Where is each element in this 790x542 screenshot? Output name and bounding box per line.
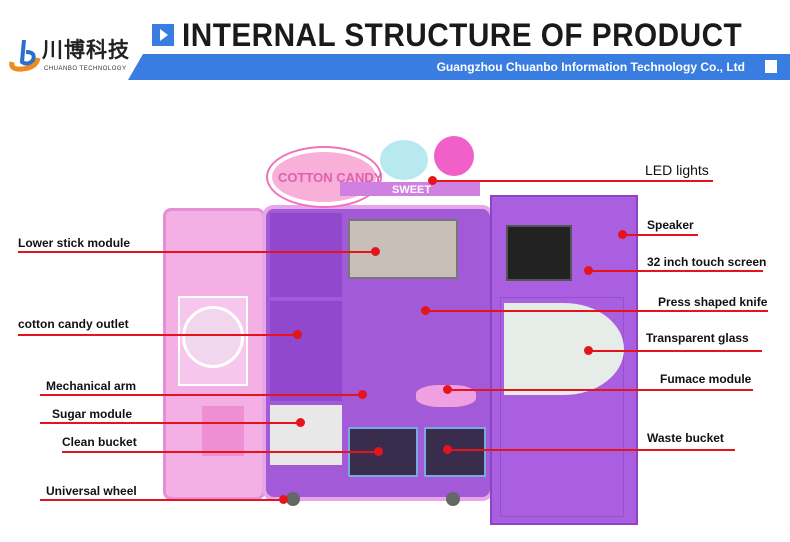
label-speaker: Speaker — [647, 218, 694, 232]
wheel — [286, 492, 300, 506]
outlet-circle — [182, 306, 244, 368]
logo-icon — [9, 39, 41, 72]
label-sugar-module: Sugar module — [52, 407, 133, 421]
label-led-lights: LED lights — [645, 162, 709, 178]
sign-brand: COTTON CANDY — [278, 170, 383, 185]
glass-window — [504, 303, 624, 395]
label-fumace-module: Fumace module — [660, 372, 752, 386]
header-band — [128, 54, 790, 80]
cotton-candy-sign — [268, 148, 380, 206]
label-universal-wheel: Universal wheel — [46, 484, 137, 498]
wheel — [446, 492, 460, 506]
sign-sweet: SWEET — [392, 184, 432, 196]
label-mechanical-arm: Mechanical arm — [46, 379, 137, 393]
square-icon — [765, 60, 777, 73]
label-clean-bucket: Clean bucket — [62, 435, 137, 449]
right-door — [490, 195, 638, 525]
label-press-shaped-knife: Press shaped knife — [658, 295, 768, 309]
label-cotton-candy-outlet: cotton candy outlet — [18, 317, 129, 331]
label-transparent-glass: Transparent glass — [646, 331, 749, 345]
page-title: INTERNAL STRUCTURE OF PRODUCT — [182, 17, 743, 53]
label-waste-bucket: Waste bucket — [647, 431, 724, 445]
logo-chinese-text: 川博科技 — [42, 39, 130, 62]
label-lower-stick-module: Lower stick module — [18, 236, 131, 250]
company-name: Guangzhou Chuanbo Information Technology… — [436, 60, 745, 74]
play-arrow-icon — [152, 24, 174, 46]
logo-english-text: CHUANBO TECHNOLOGY — [44, 66, 127, 72]
left-door — [163, 208, 265, 500]
label-touch-screen: 32 inch touch screen — [647, 255, 767, 269]
